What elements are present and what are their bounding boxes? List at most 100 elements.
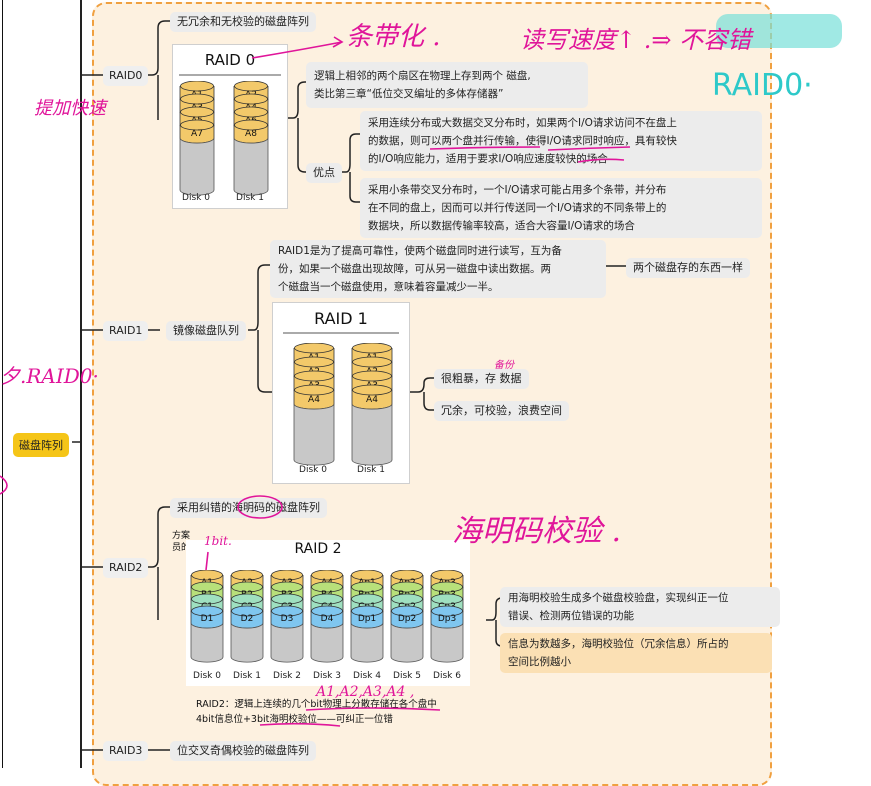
node-raid0[interactable]: RAID0 xyxy=(103,66,149,86)
raid3-desc-text: 位交叉奇偶校验的磁盘阵列 xyxy=(177,744,309,757)
raid2-caption: RAID2：逻辑上连续的几个bit物理上分散存储在各个盘中 4bit信息位+3b… xyxy=(196,697,466,727)
raid2-d2-block: D3 xyxy=(270,605,304,629)
raid2-d0-block-label: D1 xyxy=(201,614,214,624)
raid2-caption-line1: RAID2：逻辑上连续的几个bit物理上分散存储在各个盘中 xyxy=(196,699,437,710)
raid0-d1-disk: A2A4A6A8 xyxy=(233,81,269,196)
raid1-label: RAID1 xyxy=(109,324,143,337)
node-raid3[interactable]: RAID3 xyxy=(103,741,149,761)
raid0-advantage-1[interactable]: 采用连续分布或大数据交叉分布时，如果两个I/O请求访问不在盘上 的数据，则可以两… xyxy=(360,111,762,171)
raid2-d6-disk: Ap3Bp3Cp3Dp3 xyxy=(430,570,464,663)
hand-onebit: 1bit. xyxy=(204,534,232,548)
raid2-note-2[interactable]: 信息为数越多，海明校验位（冗余信息）所占的 空间比例越小 xyxy=(500,633,772,673)
raid2-disk-label: Disk 3 xyxy=(313,671,341,681)
raid1-point-1[interactable]: 很粗暴，存 数据 xyxy=(434,369,529,389)
raid1-desc[interactable]: 镜像磁盘队列 xyxy=(166,321,246,341)
raid2-side-text: 方案 员的 xyxy=(172,530,190,554)
root-node-disk-array[interactable]: 磁盘阵列 xyxy=(13,433,69,457)
raid2-note1-line1: 用海明校验生成多个磁盘校验盘，实现纠正一位 xyxy=(508,592,729,604)
raid1-d0-platter xyxy=(293,403,335,466)
hand-speed: 读写速度↑ .⇒ 不容错 xyxy=(520,26,752,54)
raid0-desc[interactable]: 无冗余和无校验的磁盘阵列 xyxy=(170,12,316,32)
raid1-d1-disk: A1A2A3A4 xyxy=(351,343,393,466)
hand-left-raid0: 夕.RAID0· xyxy=(0,364,99,388)
hand-left-speed: 提加快速 xyxy=(34,98,106,119)
teal-highlight xyxy=(716,14,842,48)
raid0-d0-platter xyxy=(179,137,215,196)
adv1-line1: 采用连续分布或大数据交叉分布时，如果两个I/O请求访问不在盘上 xyxy=(368,117,677,129)
raid2-disk-label: Disk 5 xyxy=(393,671,421,681)
raid2-d0-disk: A1B1C1D1 xyxy=(190,570,224,663)
raid2-disk-label: Disk 4 xyxy=(353,671,381,681)
raid2-d5-platter xyxy=(390,622,424,663)
raid0-note[interactable]: 逻辑上相邻的两个扇区在物理上存到两个 磁盘, 类比第三章“低位交叉编址的多体存储… xyxy=(306,62,588,108)
raid2-note-1[interactable]: 用海明校验生成多个磁盘校验盘，实现纠正一位 错误、检测两位错误的功能 xyxy=(500,587,780,627)
raid2-label: RAID2 xyxy=(109,561,143,574)
adv2-line3: 数据块，所以数据传输率较高，适合大容量I/O请求的场合 xyxy=(368,220,635,232)
raid0-d0-block-label: A7 xyxy=(191,129,203,139)
raid2-disk-label: Disk 1 xyxy=(233,671,261,681)
raid1-d1-platter xyxy=(351,403,393,466)
raid3-desc[interactable]: 位交叉奇偶校验的磁盘阵列 xyxy=(170,741,316,761)
adv1-line3: 的I/O响应能力，适用于要求I/O响应速度较快的场合 xyxy=(368,153,608,165)
raid2-d2-disk: A3B3C3D3 xyxy=(270,570,304,663)
raid0-label: RAID0 xyxy=(109,69,143,82)
raid0-figure: RAID 0 A1A3A5A7A2A4A6A8 Disk 0 Disk 1 xyxy=(172,44,288,209)
raid0-disk0-label: Disk 0 xyxy=(182,193,210,203)
raid1-point-2[interactable]: 冗余，可校验，浪费空间 xyxy=(434,401,569,421)
raid2-d6-block-label: Dp3 xyxy=(438,614,456,624)
hand-backup: 备份 xyxy=(494,360,514,371)
raid1-d0-disk: A1A2A3A4 xyxy=(293,343,335,466)
raid2-d1-block-label: D2 xyxy=(241,614,254,624)
raid0-d1-platter xyxy=(233,137,269,196)
raid2-d3-block-label: D4 xyxy=(321,614,334,624)
raid2-d5-block-label: Dp2 xyxy=(398,614,416,624)
raid0-desc-text: 无冗余和无校验的磁盘阵列 xyxy=(177,15,309,28)
raid2-desc[interactable]: 采用纠错的海明码的磁盘阵列 xyxy=(170,498,327,518)
raid2-figure: RAID 2 A1B1C1D1A2B2C2D2A3B3C3D3A4B4C4D4A… xyxy=(186,540,470,686)
raid0-advantage-node[interactable]: 优点 xyxy=(306,163,342,183)
raid2-figure-title: RAID 2 xyxy=(294,541,342,557)
raid2-d2-block-label: D3 xyxy=(281,614,294,624)
raid1-figure-title: RAID 1 xyxy=(314,309,368,328)
raid0-d1-block-label: A8 xyxy=(245,129,257,139)
raid0-disks-svg xyxy=(179,74,281,76)
raid1-note[interactable]: RAID1是为了提高可靠性，使两个磁盘同时进行读写，互为备 份，如果一个磁盘出现… xyxy=(270,240,606,298)
raid2-note1-line2: 错误、检测两位错误的功能 xyxy=(508,610,634,622)
raid0-note-line2: 类比第三章“低位交叉编址的多体存储器” xyxy=(314,88,504,100)
raid2-d1-platter xyxy=(230,622,264,663)
raid2-d4-platter xyxy=(350,622,384,663)
raid0-advantage-label: 优点 xyxy=(313,166,335,179)
hand-stripe: 条带化 . xyxy=(346,22,441,52)
node-raid2[interactable]: RAID2 xyxy=(103,558,149,578)
hand-hamming: 海明码校验 . xyxy=(452,514,622,549)
raid2-side-line1: 方案 xyxy=(172,531,191,541)
node-raid1[interactable]: RAID1 xyxy=(103,321,149,341)
raid1-d0-block-label: A4 xyxy=(308,395,320,405)
raid0-figure-title: RAID 0 xyxy=(204,51,256,69)
raid2-d4-block-label: Dp1 xyxy=(358,614,376,624)
raid2-d3-disk: A4B4C4D4 xyxy=(310,570,344,663)
raid0-advantage-2[interactable]: 采用小条带交叉分布时，一个I/O请求可能占用多个条带，并分布 在不同的盘上，因而… xyxy=(360,178,762,238)
hand-a-seq: A1,A2,A3,A4 , xyxy=(316,684,415,700)
raid0-note-line1: 逻辑上相邻的两个扇区在物理上存到两个 磁盘, xyxy=(314,70,531,82)
raid2-d3-platter xyxy=(310,622,344,663)
raid0-d0-block: A7 xyxy=(179,119,215,144)
raid1-point-2-text: 冗余，可校验，浪费空间 xyxy=(441,404,562,417)
raid2-d6-platter xyxy=(430,622,464,663)
raid1-note-line2: 份，如果一个磁盘出现故障，可从另一磁盘中读出数据。两 xyxy=(278,263,551,275)
raid2-disk-label: Disk 6 xyxy=(433,671,461,681)
raid1-same[interactable]: 两个磁盘存的东西一样 xyxy=(626,258,750,278)
raid2-d5-disk: Ap2Bp2Cp2Dp2 xyxy=(390,570,424,663)
raid1-point-1-text: 很粗暴，存 数据 xyxy=(441,372,522,385)
outline-spine xyxy=(80,0,82,768)
raid2-d1-disk: A2B2C2D2 xyxy=(230,570,264,663)
raid2-d4-disk: Ap1Bp1Cp1Dp1 xyxy=(350,570,384,663)
raid2-side-line2: 员的 xyxy=(172,543,191,553)
raid2-desc-text: 采用纠错的海明码的磁盘阵列 xyxy=(177,501,320,514)
raid1-desc-text: 镜像磁盘队列 xyxy=(173,324,239,337)
raid1-figure: RAID 1 A1A2A3A4A1A2A3A4 Disk 0 Disk 1 xyxy=(272,302,410,484)
raid2-note2-line2: 空间比例越小 xyxy=(508,656,571,668)
margin-line xyxy=(2,0,3,768)
raid0-disk1-label: Disk 1 xyxy=(236,193,264,203)
raid2-d3-block: D4 xyxy=(310,605,344,629)
